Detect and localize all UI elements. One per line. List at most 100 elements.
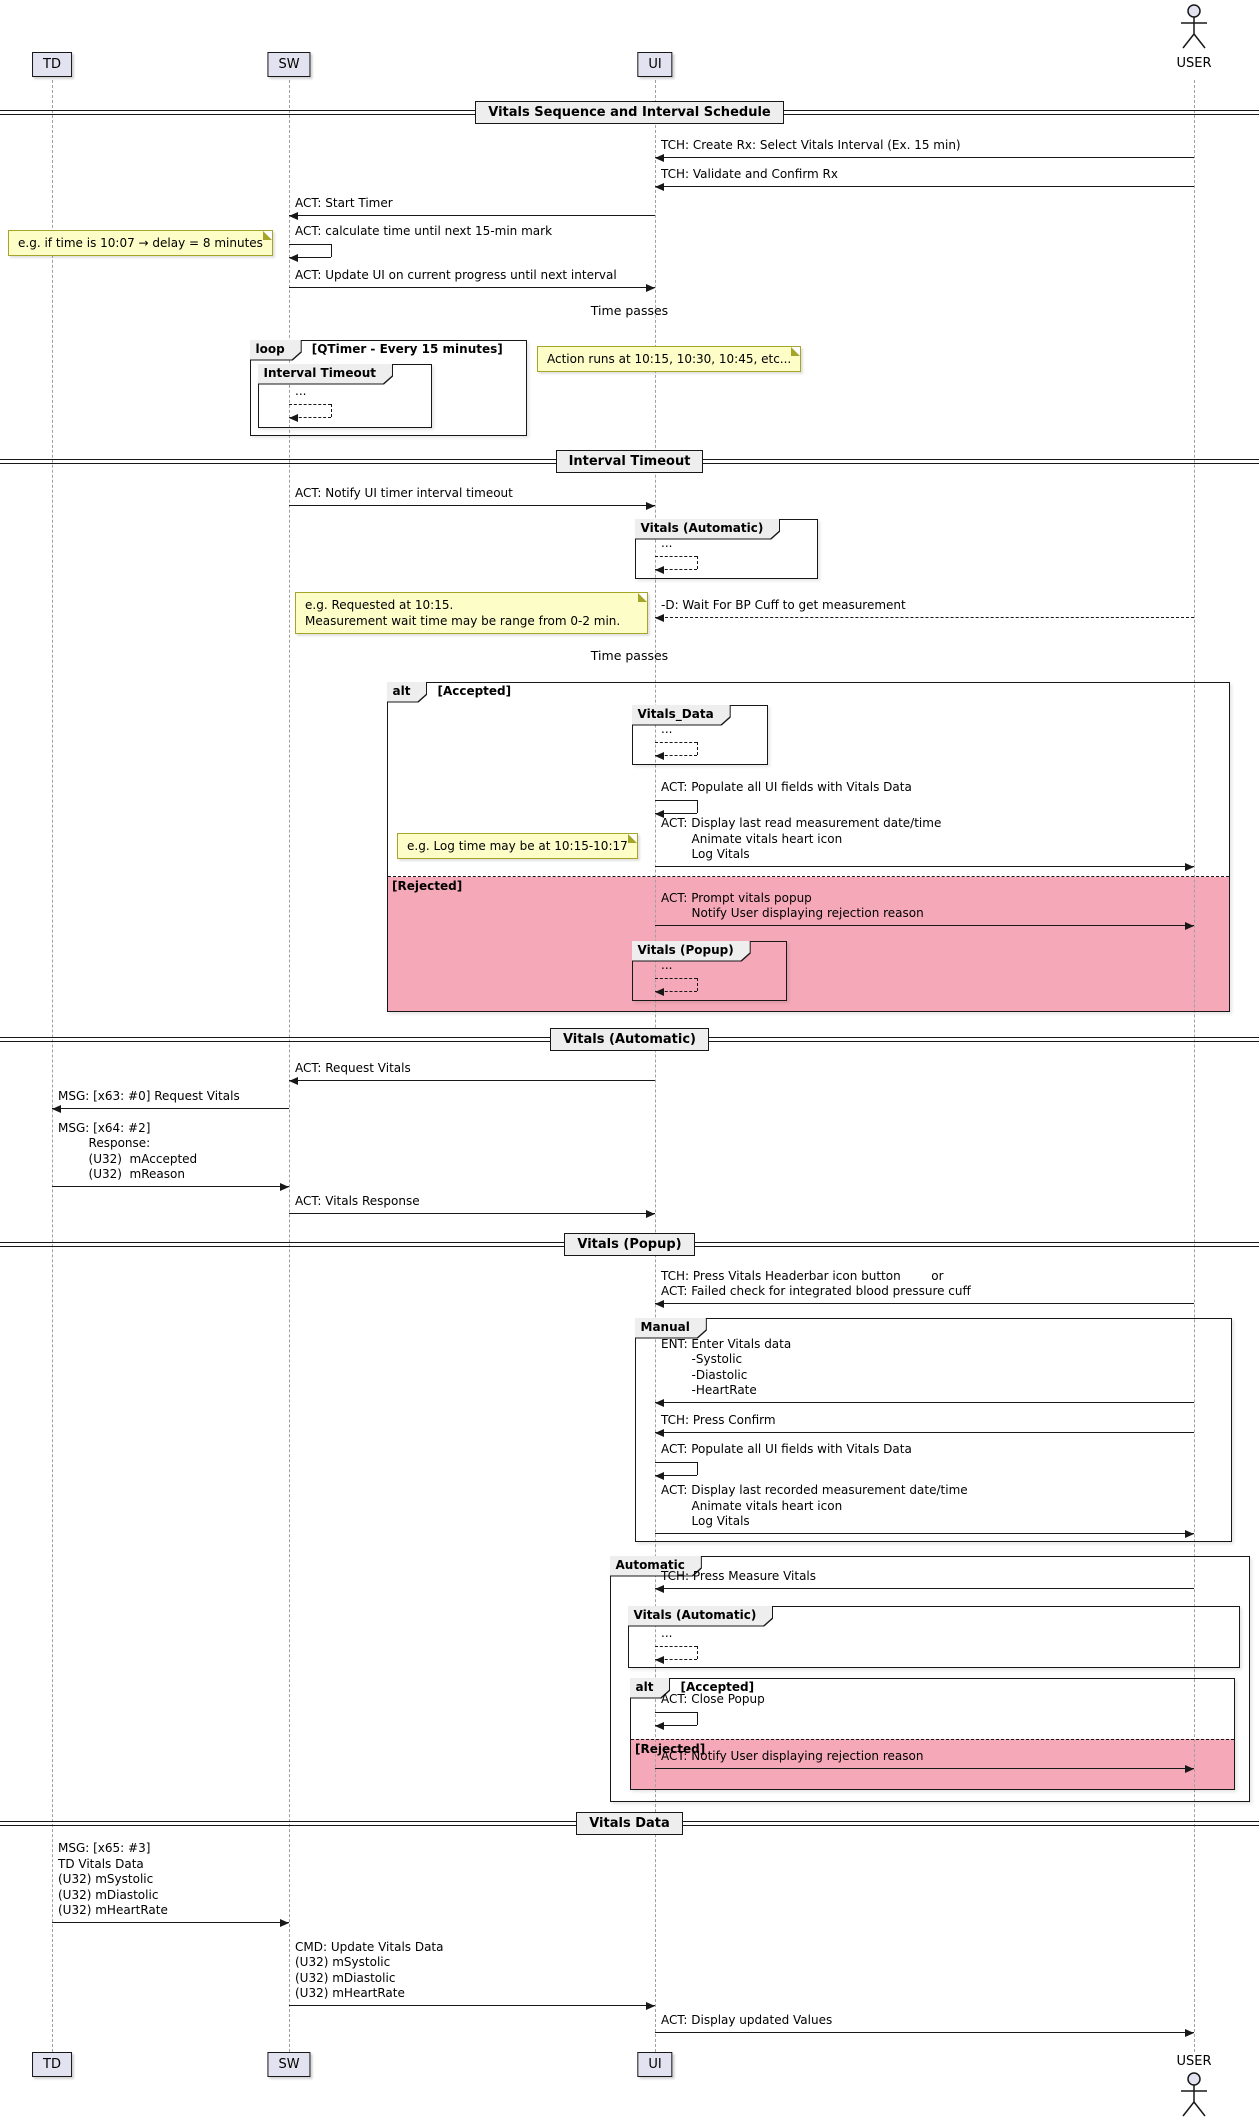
message-label: TCH: Create Rx: Select Vitals Interval (…	[661, 138, 961, 153]
alt-rejected-guard: [Rejected]	[635, 1742, 706, 1756]
arrowhead-left	[655, 1584, 664, 1593]
participant-sw-bottom: SW	[267, 2052, 311, 2077]
arrowhead-right	[1185, 862, 1194, 871]
frame-alt-2: alt [Accepted] [Rejected]	[630, 1678, 1235, 1790]
arrowhead-left	[655, 1471, 664, 1480]
frame-label: Vitals (Automatic)	[635, 519, 780, 539]
arrowhead-left	[289, 413, 298, 422]
frame-label-pentagon: Interval Timeout	[258, 364, 393, 385]
message-label: ACT: Notify UI timer interval timeout	[295, 486, 513, 501]
arrowhead-right	[1185, 2028, 1194, 2037]
message-label: ...	[661, 722, 673, 737]
arrow-line	[655, 1303, 1194, 1304]
message-label: ACT: Notify User displaying rejection re…	[661, 1749, 924, 1764]
arrow-segment	[697, 1712, 698, 1725]
arrow-segment	[697, 1462, 698, 1475]
arrow-line	[655, 1588, 1194, 1589]
message-label: CMD: Update Vitals Data (U32) mSystolic …	[295, 1939, 444, 2001]
lifeline-user	[1194, 80, 1195, 2052]
frame-interval-timeout-ref: Interval Timeout	[258, 364, 432, 428]
message-label: ...	[661, 1626, 673, 1641]
arrowhead-right	[646, 283, 655, 292]
message-label: MSG: [x64: #2] Response: (U32) mAccepted…	[58, 1120, 198, 1182]
frame-label-pentagon: alt	[630, 1678, 671, 1699]
arrow-segment	[289, 417, 331, 418]
loop-guard: [QTimer - Every 15 minutes]	[311, 341, 503, 356]
frame-label-pentagon: loop	[250, 340, 302, 361]
arrow-line	[289, 505, 655, 506]
arrowhead-left	[655, 809, 664, 818]
arrowhead-left	[655, 182, 664, 191]
arrow-segment	[655, 1475, 697, 1476]
arrowhead-left	[655, 1721, 664, 1730]
arrowhead-left	[655, 1398, 664, 1407]
divider-title: Vitals Sequence and Interval Schedule	[475, 101, 784, 124]
message-label: ACT: Prompt vitals popup Notify User dis…	[661, 890, 924, 921]
message-label: ACT: Start Timer	[295, 196, 393, 211]
message-label: TCH: Press Measure Vitals	[661, 1569, 817, 1584]
frame-label: alt	[630, 1678, 670, 1698]
arrowhead-right	[1185, 1529, 1194, 1538]
arrowhead-right	[646, 1209, 655, 1218]
delay-time-passes: Time passes	[590, 648, 669, 663]
divider-schedule: Vitals Sequence and Interval Schedule	[0, 101, 1259, 125]
frame-loop: loop [QTimer - Every 15 minutes]	[250, 340, 527, 436]
arrow-segment	[655, 991, 697, 992]
alt1-rejected-region	[388, 877, 1229, 1011]
arrowhead-left	[655, 1299, 664, 1308]
alt-accepted-guard: [Accepted]	[437, 683, 512, 698]
arrow-segment	[331, 244, 332, 257]
arrow-segment	[655, 1462, 697, 1463]
frame-label-pentagon: Vitals (Automatic)	[628, 1606, 774, 1627]
arrowhead-right	[1185, 921, 1194, 930]
arrow-segment	[655, 800, 697, 801]
arrow-segment	[655, 1712, 697, 1713]
arrowhead-right	[646, 2001, 655, 2010]
arrow-segment	[655, 755, 697, 756]
arrowhead-left	[655, 751, 664, 760]
alt-else-divider: [Rejected]	[631, 1739, 1234, 1756]
note-delay-calc: e.g. if time is 10:07 → delay = 8 minute…	[8, 230, 273, 257]
arrow-line	[655, 1402, 1194, 1403]
alt-else-divider: [Rejected]	[388, 876, 1229, 893]
frame-vitals-popup-ref: Vitals (Popup)	[632, 941, 787, 1001]
lifeline-ui	[655, 80, 656, 2052]
alt2-rejected-region	[631, 1739, 1234, 1789]
arrow-line	[289, 2005, 655, 2006]
arrow-segment	[655, 742, 697, 743]
arrowhead-left	[655, 1655, 664, 1664]
message-label: ACT: Vitals Response	[295, 1194, 420, 1209]
arrow-line	[655, 617, 1194, 618]
message-label: TCH: Press Vitals Headerbar icon button …	[661, 1268, 971, 1299]
message-label: TCH: Press Confirm	[661, 1413, 776, 1428]
delay-time-passes: Time passes	[590, 303, 669, 318]
arrowhead-left	[655, 987, 664, 996]
frame-label: alt	[387, 682, 427, 702]
arrowhead-left	[52, 1104, 61, 1113]
arrow-segment	[289, 244, 331, 245]
arrow-line	[655, 925, 1194, 926]
message-label: ACT: calculate time until next 15-min ma…	[295, 224, 553, 239]
message-label: ACT: Close Popup	[661, 1692, 765, 1707]
participant-ui-top: UI	[637, 52, 673, 77]
arrow-segment	[289, 257, 331, 258]
frame-label-pentagon: Automatic	[610, 1556, 702, 1577]
message-label: -D: Wait For BP Cuff to get measurement	[661, 598, 906, 613]
frame-vitals-automatic-ref-2: Vitals (Automatic)	[628, 1606, 1240, 1668]
frame-label: Manual	[635, 1318, 706, 1338]
message-label: ACT: Display updated Values	[661, 2013, 833, 2028]
user-actor-icon	[1179, 2072, 1209, 2118]
arrow-line	[289, 1080, 655, 1081]
participant-td-top: TD	[32, 52, 72, 77]
message-label: ACT: Display last recorded measurement d…	[661, 1483, 968, 1529]
arrow-line	[289, 287, 655, 288]
frame-label: Vitals_Data	[632, 705, 730, 725]
frame-label-pentagon: Vitals_Data	[632, 705, 731, 726]
arrow-segment	[655, 978, 697, 979]
arrow-line	[289, 1213, 655, 1214]
frame-manual-group: Manual	[635, 1318, 1232, 1542]
arrow-line	[289, 215, 655, 216]
frame-label: Interval Timeout	[258, 364, 392, 384]
lifeline-sw	[289, 80, 290, 2052]
